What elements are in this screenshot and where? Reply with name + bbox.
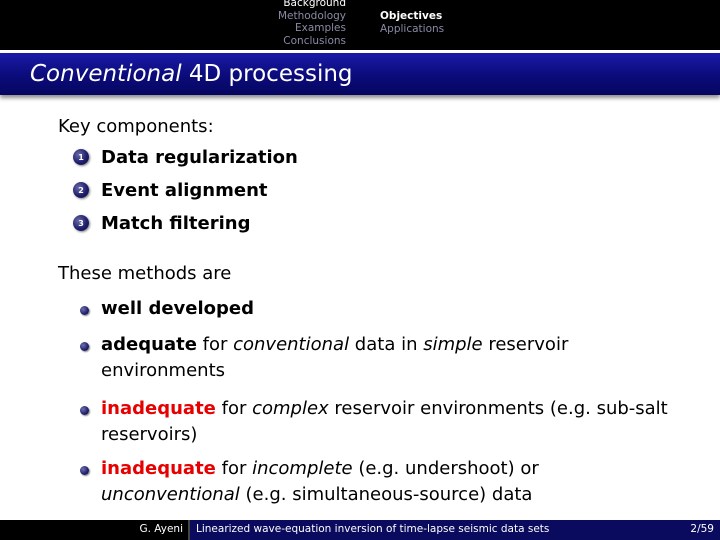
section-list: Background Methodology Examples Conclusi… — [278, 0, 346, 47]
bullet-item-3: inadequate for complex reservoir environ… — [80, 396, 680, 448]
subsection-list: Objectives Applications — [380, 10, 444, 35]
bullet-dot-icon — [80, 342, 89, 351]
bullet-item-4: inadequate for incomplete (e.g. undersho… — [80, 456, 680, 508]
bullet-text: well developed — [101, 298, 254, 319]
enum-item-2: 2 Event alignment — [73, 178, 268, 202]
frame-title-bar: Conventional 4D processing — [0, 53, 720, 95]
footer-divider — [188, 520, 190, 540]
nav-subsection-applications[interactable]: Applications — [380, 22, 445, 35]
footer-page-number: 2/59 — [690, 523, 714, 535]
methods-intro: These methods are — [58, 263, 232, 284]
top-navigation-bar: Background Methodology Examples Conclusi… — [0, 0, 720, 50]
frame-title-italic: Conventional — [30, 61, 182, 87]
bullet-text: adequate for conventional data in simple… — [101, 334, 569, 381]
enum-number-ball: 3 — [73, 215, 89, 231]
bullet-text: inadequate for complex reservoir environ… — [101, 398, 668, 445]
enum-item-text: Match filtering — [101, 212, 251, 234]
nav-section-examples[interactable]: Examples — [294, 22, 346, 34]
nav-subsection-objectives[interactable]: Objectives — [380, 10, 443, 22]
footer-title-panel: Linearized wave-equation inversion of ti… — [188, 520, 720, 540]
enum-number-ball: 1 — [73, 149, 89, 165]
frame-title-rest: 4D processing — [181, 61, 353, 87]
enum-item-1: 1 Data regularization — [73, 145, 298, 169]
enum-item-text: Event alignment — [101, 179, 268, 201]
bullet-dot-icon — [80, 306, 89, 315]
nav-section-conclusions[interactable]: Conclusions — [283, 34, 346, 47]
bullet-text: inadequate for incomplete (e.g. undersho… — [101, 458, 539, 505]
enum-item-3: 3 Match filtering — [73, 211, 250, 235]
footer-talk-title: Linearized wave-equation inversion of ti… — [196, 523, 550, 535]
bullet-item-1: well developed — [80, 296, 680, 322]
frame-title: Conventional 4D processing — [30, 61, 353, 87]
bullet-dot-icon — [80, 466, 89, 475]
footer-author: G. Ayeni — [0, 520, 188, 540]
nav-section-background[interactable]: Background — [283, 0, 346, 9]
bullet-dot-icon — [80, 406, 89, 415]
enum-number-ball: 2 — [73, 182, 89, 198]
enum-item-text: Data regularization — [101, 146, 298, 168]
key-components-intro: Key components: — [58, 116, 214, 137]
bullet-item-2: adequate for conventional data in simple… — [80, 332, 680, 384]
footer-bar: G. Ayeni Linearized wave-equation invers… — [0, 520, 720, 540]
nav-section-methodology[interactable]: Methodology — [277, 9, 346, 22]
